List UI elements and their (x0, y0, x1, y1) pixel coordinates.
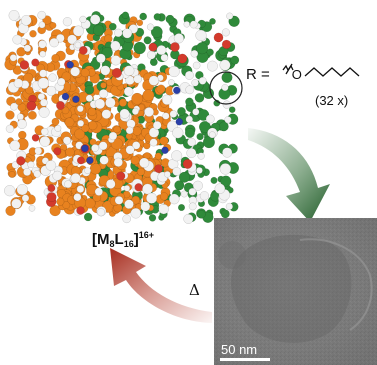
red-reverse-arrow (110, 248, 212, 323)
green-transformation-arrow (248, 128, 330, 222)
heat-delta-symbol: Δ (189, 281, 200, 299)
tem-micrograph (214, 218, 377, 365)
molecular-cage-model (4, 9, 240, 224)
scale-bar-label: 50 nm (221, 342, 258, 357)
r-group-highlight-circle (209, 71, 243, 105)
substituent-definition: R =O (246, 66, 302, 83)
scale-bar (220, 358, 270, 361)
substituent-count: (32 x) (315, 93, 349, 108)
cage-formula-label: [M8L16]16+ (92, 230, 154, 249)
alkyl-chain-structure (282, 63, 360, 77)
